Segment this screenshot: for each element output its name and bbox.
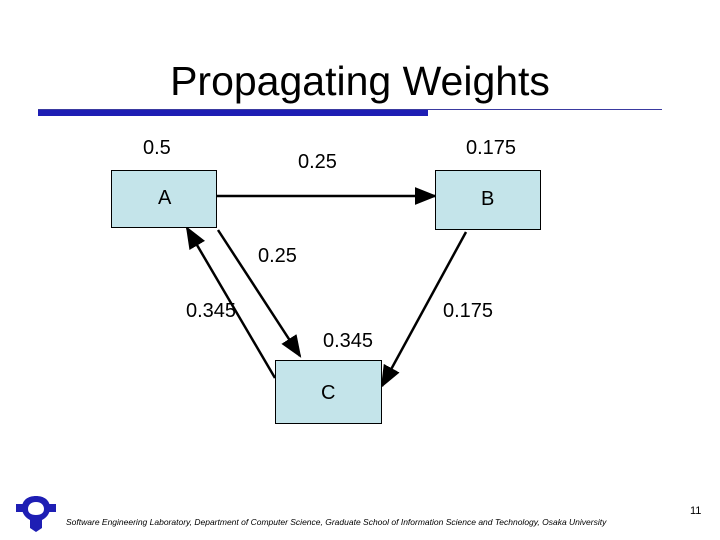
edge-c-to-a	[185, 226, 277, 379]
page-number: 11	[690, 505, 702, 517]
node-c-label: C	[321, 382, 336, 404]
university-logo-icon	[16, 496, 56, 532]
slide-title: Propagating Weights	[170, 58, 550, 104]
edge-c-incoming-weight: 0.345	[323, 330, 374, 352]
edge-b-to-c	[380, 231, 468, 388]
edge-a-to-b-weight: 0.25	[298, 151, 337, 173]
edge-c-to-a-weight: 0.345	[186, 300, 237, 322]
footer-text: Software Engineering Laboratory, Departm…	[66, 517, 607, 527]
node-c: C	[275, 360, 382, 424]
edge-a-to-c	[216, 229, 302, 358]
title-rule-thin	[38, 109, 662, 110]
node-b-label: B	[481, 188, 495, 210]
node-a-label: A	[158, 187, 172, 209]
node-b: B	[435, 170, 541, 230]
node-b-weight: 0.175	[466, 137, 517, 159]
title-rule-thick	[38, 110, 428, 116]
edge-a-to-c-weight: 0.25	[258, 245, 297, 267]
node-a-weight: 0.5	[143, 137, 171, 159]
edge-b-to-c-weight: 0.175	[443, 300, 494, 322]
node-a: A	[111, 170, 217, 228]
